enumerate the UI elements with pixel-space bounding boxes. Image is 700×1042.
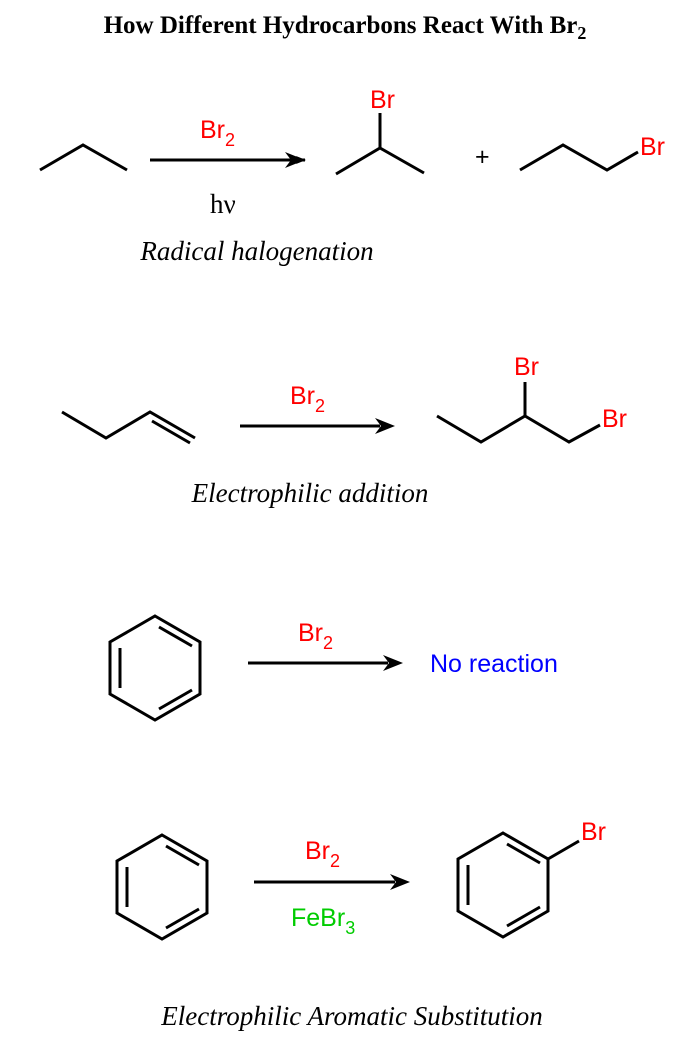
reaction-electrophilic-addition: Br2 Br Br Electrophilic addition xyxy=(61,353,627,508)
condition-label: hν xyxy=(210,189,236,219)
reagent-label: Br2 xyxy=(200,116,235,150)
bromine-atom: Br xyxy=(370,86,395,114)
2-bromopropane-structure: Br xyxy=(335,86,425,176)
reagent-label: Br2 xyxy=(290,382,325,416)
bromine-atom: Br xyxy=(640,133,665,161)
1-bromopropane-structure: Br xyxy=(519,133,665,172)
reagent-label: Br2 xyxy=(298,619,333,653)
bromine-atom: Br xyxy=(581,818,606,846)
no-reaction-label: No reaction xyxy=(430,650,558,678)
arrowhead xyxy=(285,152,305,168)
page-title: How Different Hydrocarbons React With Br… xyxy=(104,12,587,43)
propane-structure xyxy=(39,143,128,172)
benzene-structure xyxy=(115,833,209,941)
bromine-atom: Br xyxy=(602,405,627,433)
bromine-atom: Br xyxy=(514,353,539,381)
reaction-caption: Radical halogenation xyxy=(139,236,373,266)
reaction-caption: Electrophilic addition xyxy=(191,478,429,508)
benzene-structure xyxy=(108,614,202,722)
arrowhead xyxy=(383,655,403,671)
1-2-dibromobutane-structure: Br Br xyxy=(436,353,627,444)
reagent-label: Br2 xyxy=(305,837,340,871)
reaction-radical-halogenation: Br2 hν Br + Br Radical halogenation xyxy=(39,86,665,266)
1-butene-structure xyxy=(61,410,196,445)
reaction-benzene-no-catalyst: Br2 No reaction xyxy=(108,614,558,722)
catalyst-label: FeBr3 xyxy=(291,904,355,938)
arrowhead xyxy=(390,874,410,890)
reaction-caption: Electrophilic Aromatic Substitution xyxy=(160,1001,542,1031)
bromobenzene-structure: Br xyxy=(456,818,606,939)
reaction-electrophilic-aromatic-substitution: Br2 FeBr3 Br Electrophilic Aromatic Subs… xyxy=(115,818,606,1031)
arrowhead xyxy=(375,418,395,434)
plus-sign: + xyxy=(475,143,490,171)
